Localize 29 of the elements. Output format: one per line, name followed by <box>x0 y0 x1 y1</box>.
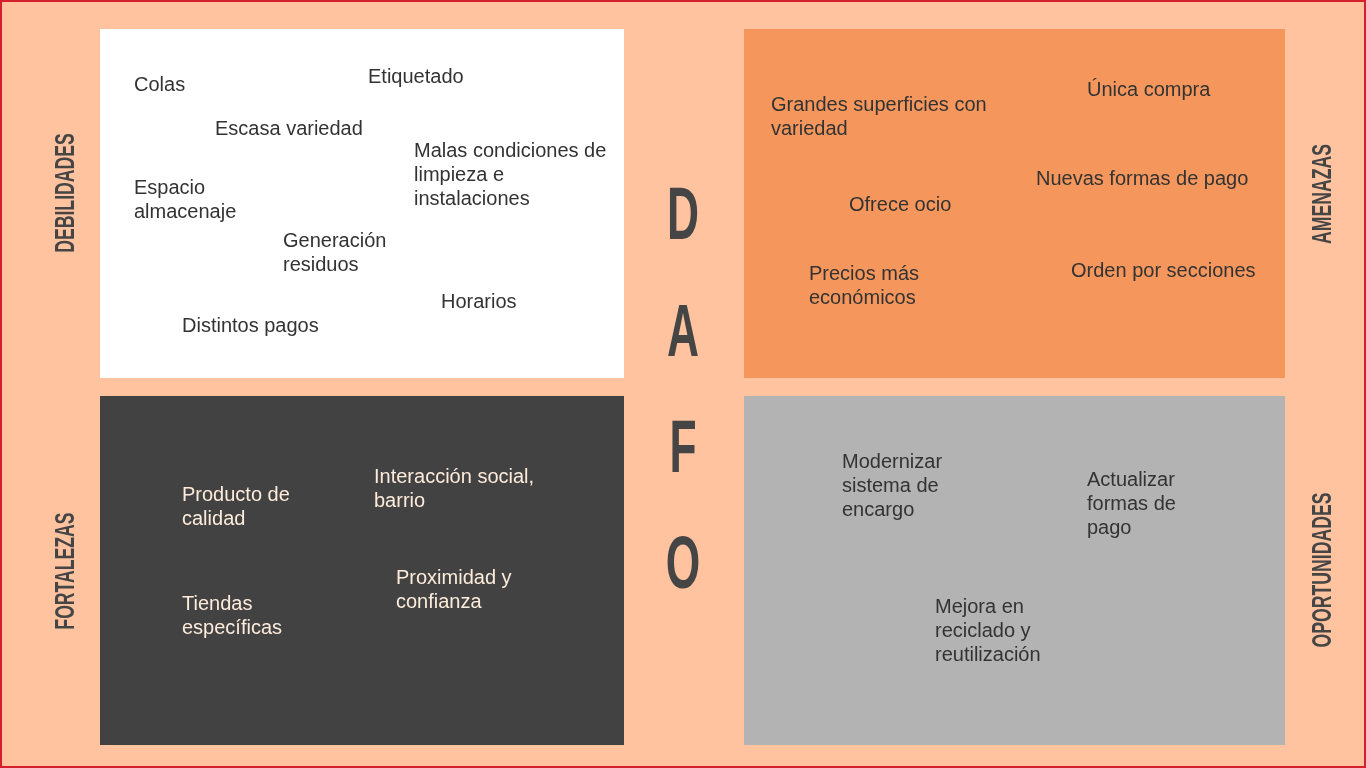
acronym-letter: F <box>669 420 697 474</box>
item-text: Interacción social, barrio <box>374 464 536 512</box>
quadrant-heading: OPORTUNIDADES <box>1311 492 1333 648</box>
item-text: Escasa variedad <box>215 116 363 140</box>
item-text: Malas condiciones de limpieza e instalaciones <box>414 138 608 210</box>
acronym-letter: A <box>666 304 700 358</box>
quadrant-heading: DEBILIDADES <box>54 133 76 253</box>
item-text: Mejora en reciclado y reutilización <box>935 594 1042 666</box>
quadrant-heading: FORTALEZAS <box>54 512 76 630</box>
acronym-letter: O <box>665 536 701 590</box>
acronym-letter: D <box>666 187 700 241</box>
item-text: Única compra <box>1087 77 1211 101</box>
quadrant-heading: AMENAZAS <box>1311 144 1333 244</box>
item-text: Modernizar sistema de encargo <box>842 449 944 521</box>
item-text: Grandes superficies con variedad <box>771 92 988 140</box>
item-text: Orden por secciones <box>1071 258 1256 282</box>
item-text: Etiquetado <box>368 64 464 88</box>
item-text: Actualizar formas de pago <box>1087 467 1177 539</box>
item-text: Producto de calidad <box>182 482 291 530</box>
item-text: Nuevas formas de pago <box>1036 166 1249 190</box>
item-text: Distintos pagos <box>182 313 319 337</box>
item-text: Generación residuos <box>283 228 388 276</box>
item-text: Ofrece ocio <box>849 192 952 216</box>
item-text: Horarios <box>441 289 517 313</box>
item-text: Colas <box>134 72 186 96</box>
item-text: Proximidad y confianza <box>396 565 513 613</box>
item-text: Tiendas específicas <box>182 591 284 639</box>
item-text: Precios más económicos <box>809 261 921 309</box>
item-text: Espacio almacenaje <box>134 175 238 223</box>
